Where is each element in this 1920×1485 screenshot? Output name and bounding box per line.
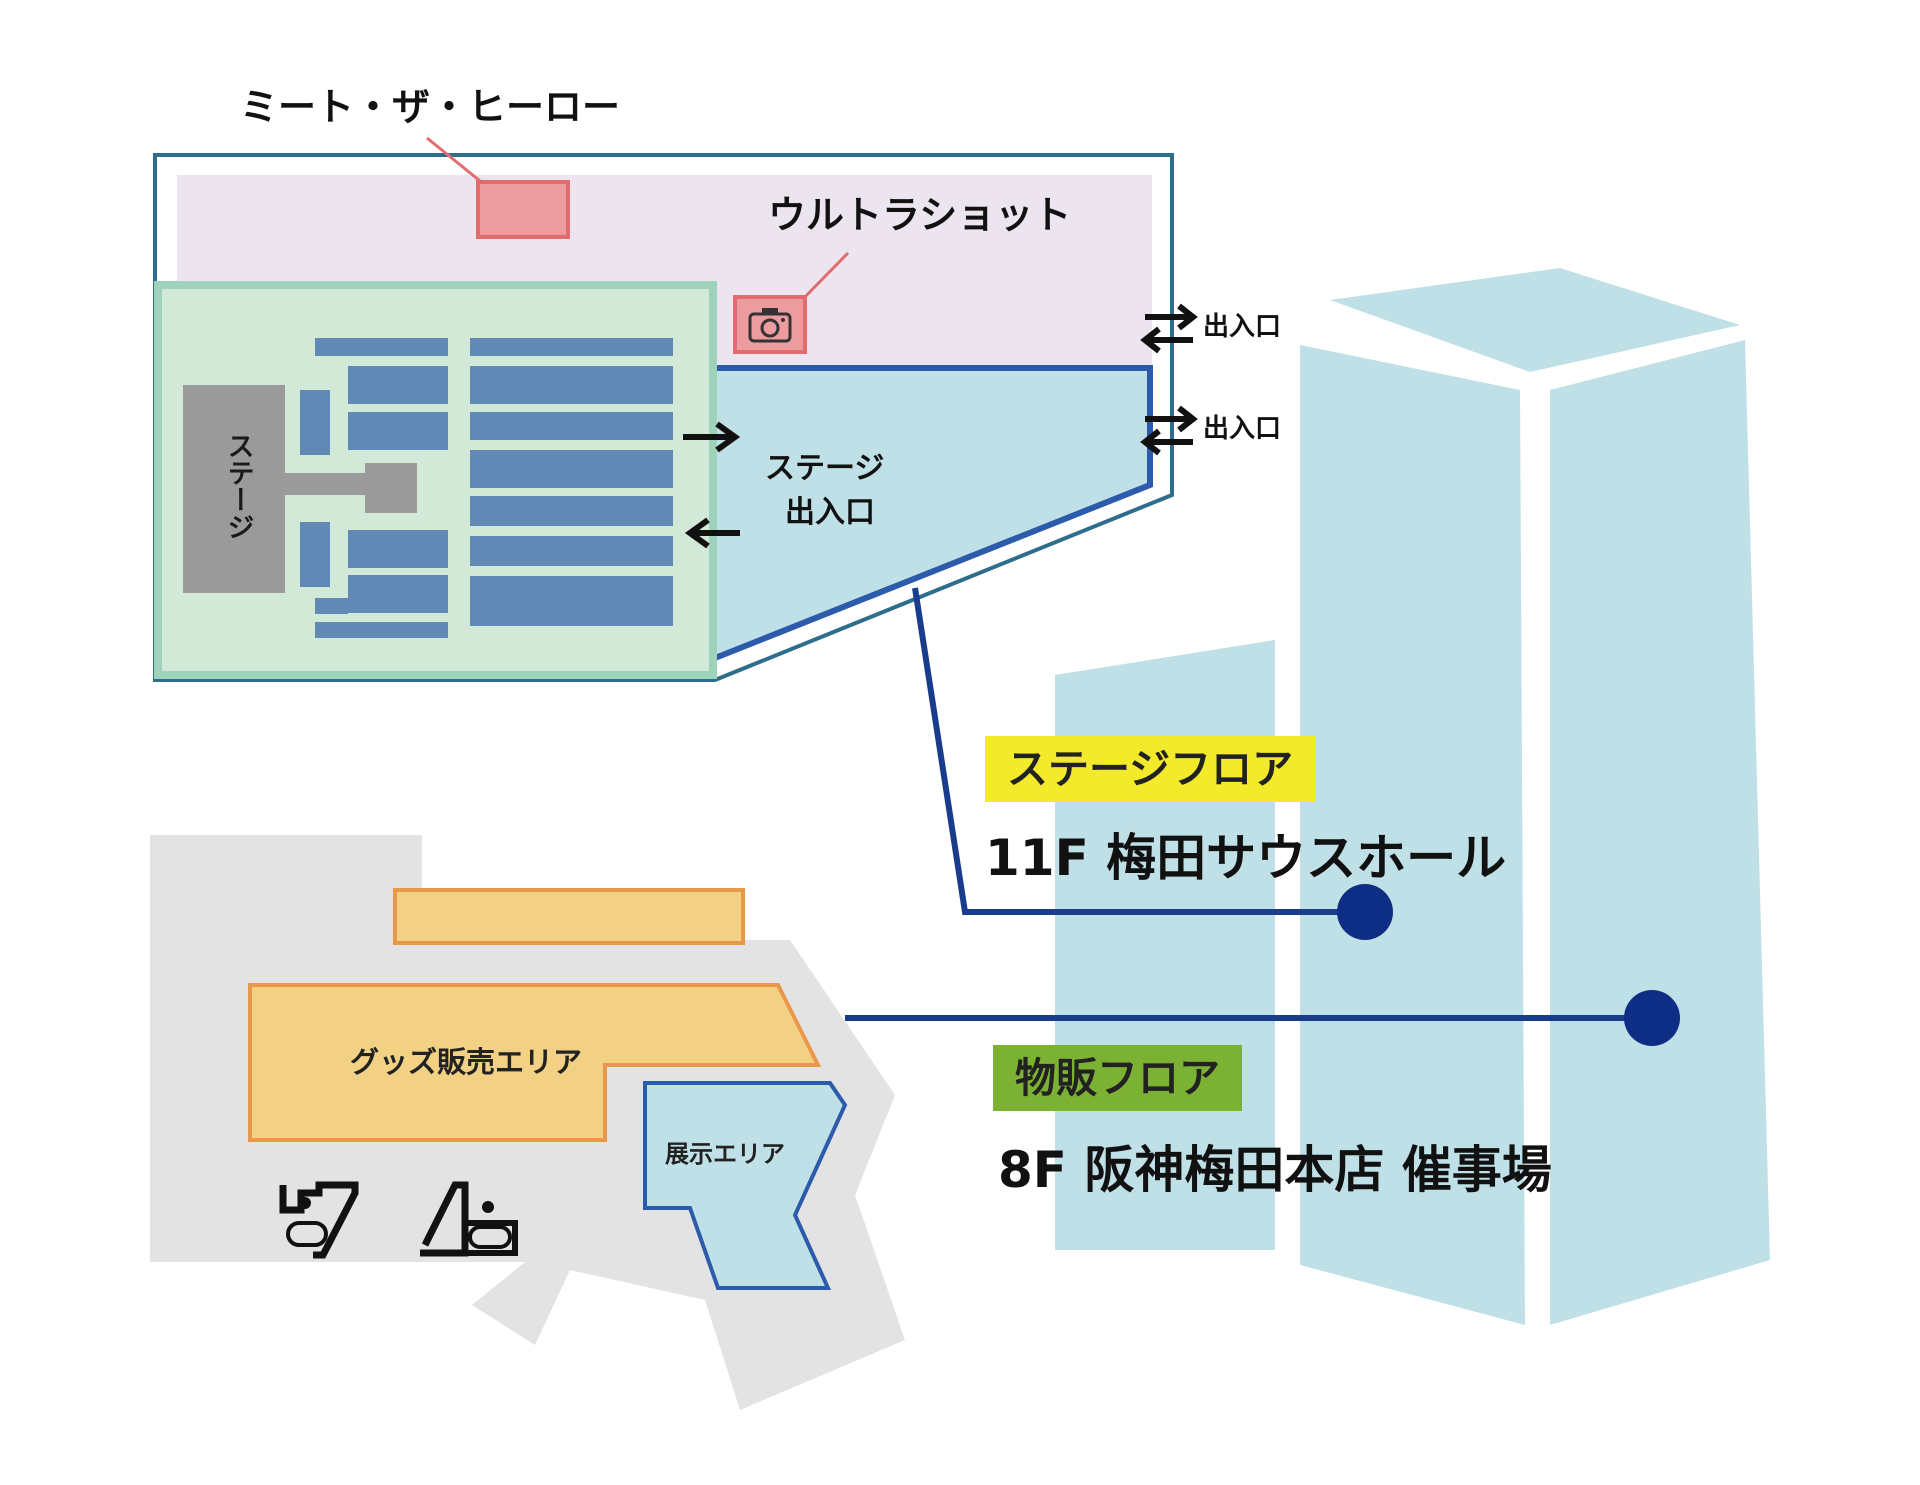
seat-block: [470, 338, 673, 356]
entrance-label-1: 出入口: [1203, 312, 1281, 342]
goods-area-label: グッズ販売エリア: [350, 1045, 582, 1079]
seat-block: [348, 366, 448, 404]
ultrashot-leader-line: [798, 251, 850, 304]
two-way-arrows-icon: [1140, 405, 1198, 456]
seat-block: [300, 522, 330, 587]
seat-block: [470, 366, 673, 404]
building-tower-side: [1550, 340, 1770, 1325]
stage-floor-node: [1337, 884, 1393, 940]
stage-floor-plan: ステージ ミート・ザ・ヒーロー: [153, 85, 1281, 682]
ultrashot-booth: [733, 295, 807, 354]
left-arrow-icon: [684, 517, 740, 549]
goods-floor-badge: 物販フロア: [993, 1045, 1242, 1111]
building-tower-front: [1300, 345, 1525, 1325]
meet-the-hero-label: ミート・ザ・ヒーロー: [240, 85, 620, 129]
goods-floor-plan: グッズ販売エリア 展示エリア: [150, 835, 905, 1410]
seat-block: [348, 412, 448, 450]
stage-entrance-label-2: 出入口: [785, 495, 875, 530]
seat-block: [348, 530, 448, 568]
seat-block: [470, 576, 673, 626]
meet-the-hero-leader-line: [426, 136, 486, 187]
stage-entrance-label-1: ステージ: [765, 451, 884, 486]
stage-floor-title: 11F 梅田サウスホール: [985, 829, 1507, 887]
stage-runway: [280, 473, 370, 495]
stage-runway-tip: [365, 463, 417, 513]
seat-block: [470, 450, 673, 488]
stage-floor-badge: ステージフロア: [985, 736, 1316, 802]
stage-label: ステージ: [223, 432, 254, 540]
right-arrow-icon: [683, 421, 741, 453]
seating: [300, 338, 673, 638]
stage-floor-connector: [912, 587, 1365, 915]
floor-connectors: [845, 587, 1680, 1046]
exhibit-area-label: 展示エリア: [665, 1140, 785, 1168]
exhibit-area: [643, 1081, 848, 1290]
seat-block: [315, 622, 448, 638]
sales-area-top: [393, 888, 745, 945]
seat-block: [348, 575, 448, 613]
seat-block: [470, 412, 673, 440]
escalator-down-icon: [279, 1181, 359, 1259]
stage-entrance-corridor: [707, 365, 1153, 665]
ultrashot-label: ウルトラショット: [768, 193, 1071, 237]
goods-floor-title: 8F 阪神梅田本店 催事場: [998, 1141, 1552, 1199]
seat-block: [315, 338, 448, 356]
seat-block: [470, 496, 673, 526]
two-way-arrows-icon: [1140, 303, 1198, 354]
seat-block: [300, 390, 330, 455]
escalator-up-icon: [420, 1181, 518, 1257]
camera-icon: [748, 308, 792, 343]
building-tower-top: [1330, 268, 1740, 372]
entrance-label-2: 出入口: [1203, 414, 1281, 444]
seat-block: [470, 536, 673, 566]
goods-floor-node: [1624, 990, 1680, 1046]
stage-block: [183, 385, 285, 593]
meet-the-hero-booth: [476, 180, 570, 239]
seat-block: [315, 598, 348, 614]
goods-sales-area: [248, 983, 822, 1142]
